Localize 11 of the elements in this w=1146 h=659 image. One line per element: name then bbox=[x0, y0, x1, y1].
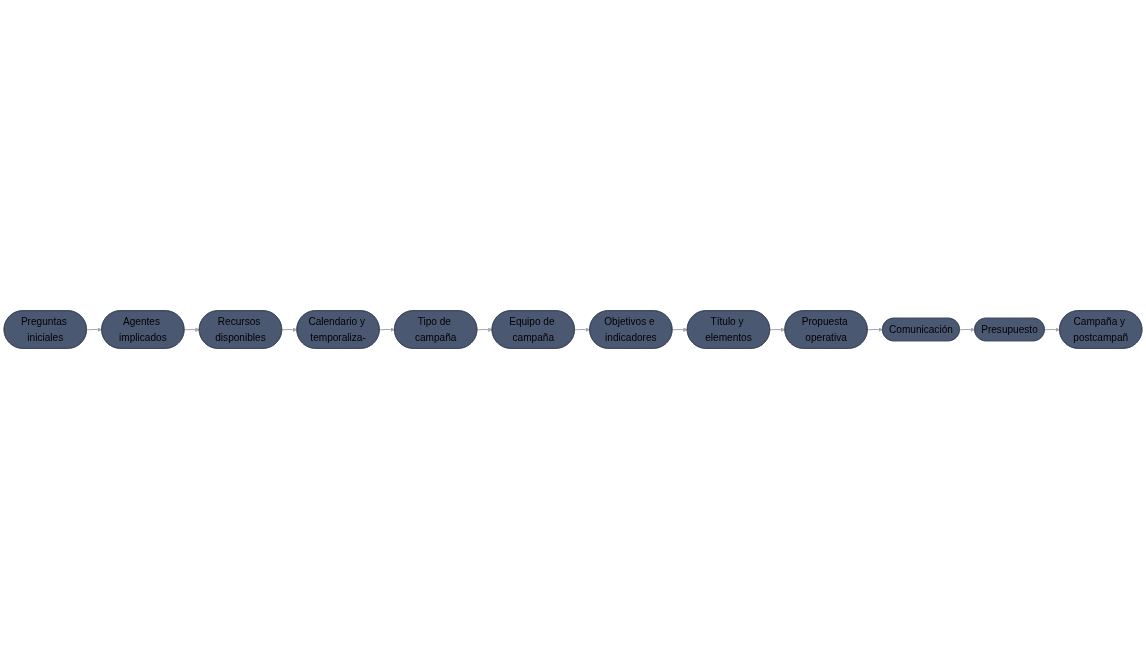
arrow bbox=[183, 327, 200, 332]
arrow bbox=[86, 327, 103, 332]
arrow bbox=[769, 327, 786, 332]
arrow bbox=[1044, 327, 1060, 332]
arrow bbox=[379, 327, 395, 332]
arrow bbox=[959, 327, 976, 332]
arrow bbox=[281, 327, 298, 332]
arrow bbox=[574, 327, 591, 332]
arrow bbox=[867, 327, 883, 332]
arrow bbox=[476, 327, 493, 332]
arrow bbox=[671, 327, 688, 332]
